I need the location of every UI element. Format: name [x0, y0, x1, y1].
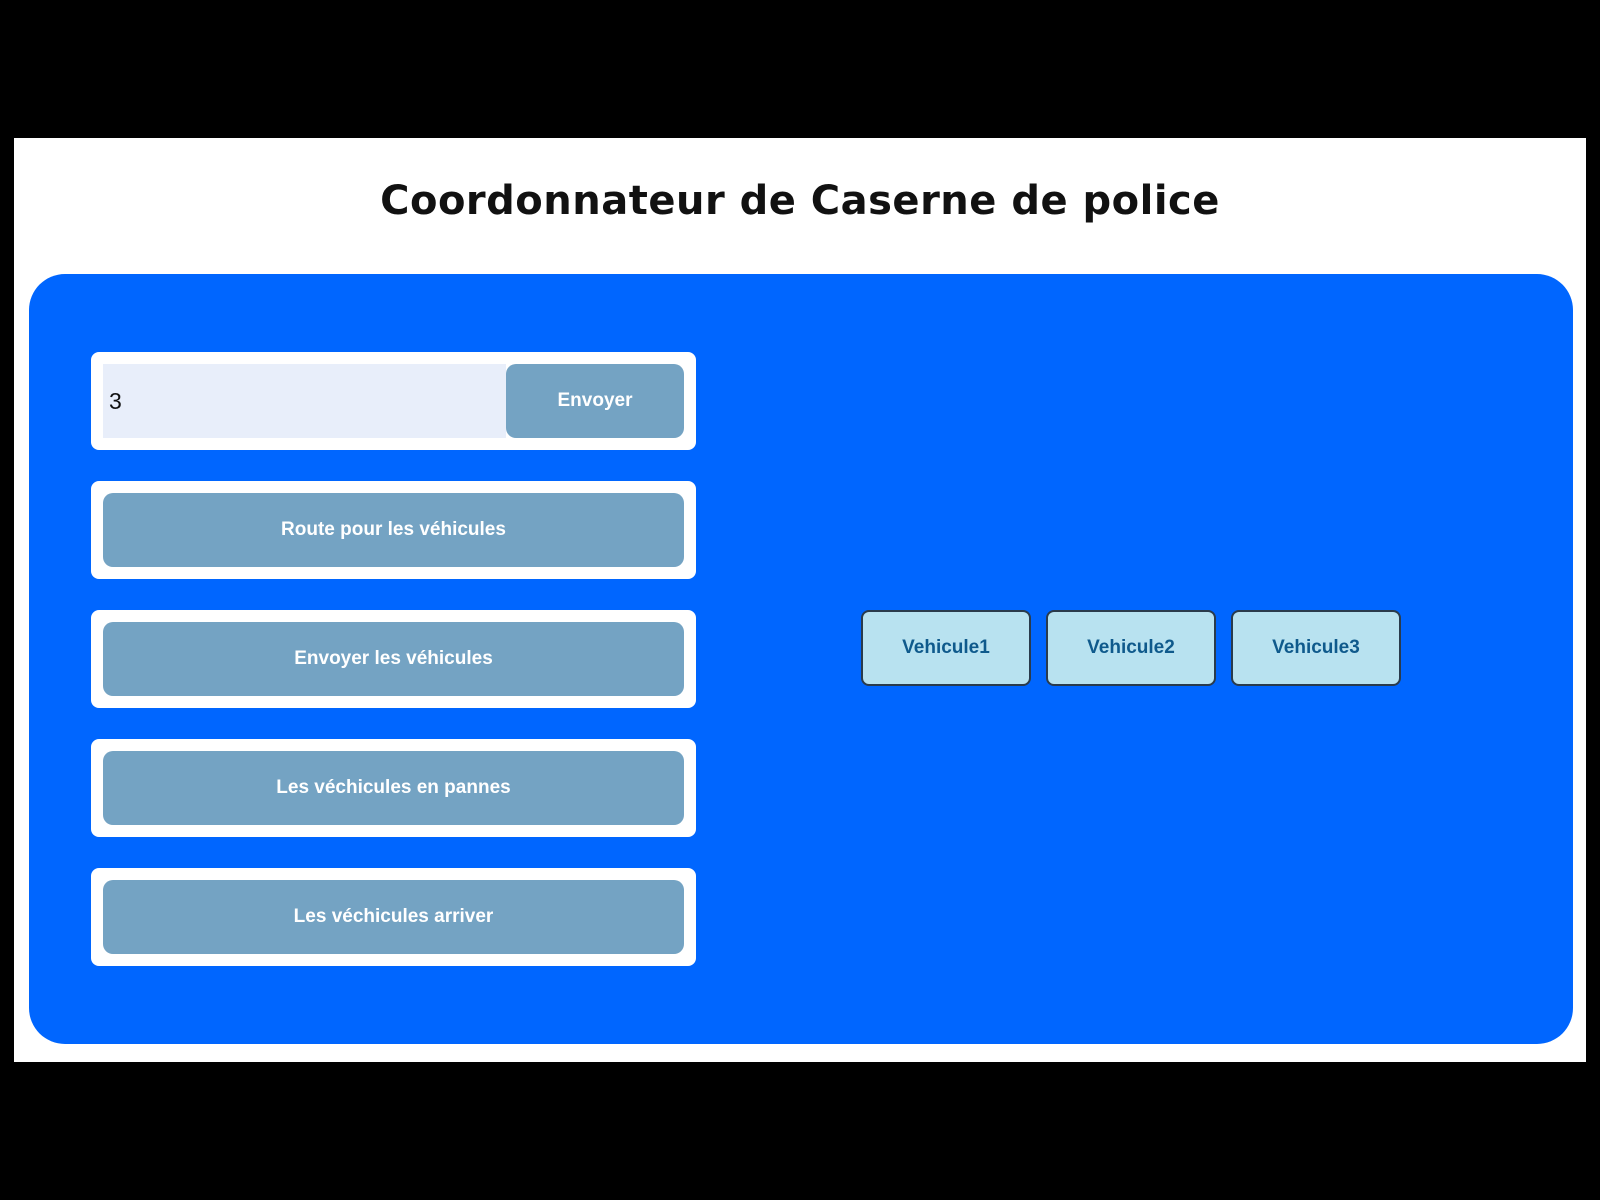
route-card: Route pour les véhicules	[91, 481, 696, 579]
arrived-vehicles-card: Les véchicules arriver	[91, 868, 696, 966]
vehicle-button-2[interactable]: Vehicule2	[1046, 610, 1216, 686]
route-vehicles-button[interactable]: Route pour les véhicules	[103, 493, 684, 567]
vehicle-list: Vehicule1 Vehicule2 Vehicule3	[861, 610, 1401, 686]
send-vehicles-card: Envoyer les véhicules	[91, 610, 696, 708]
send-form-card: Envoyer	[91, 352, 696, 450]
send-button[interactable]: Envoyer	[506, 364, 684, 438]
broken-vehicles-card: Les véchicules en pannes	[91, 739, 696, 837]
broken-vehicles-button[interactable]: Les véchicules en pannes	[103, 751, 684, 825]
send-vehicles-button[interactable]: Envoyer les véhicules	[103, 622, 684, 696]
page: Coordonnateur de Caserne de police Envoy…	[14, 138, 1586, 1062]
arrived-vehicles-button[interactable]: Les véchicules arriver	[103, 880, 684, 954]
vehicle-button-3[interactable]: Vehicule3	[1231, 610, 1401, 686]
vehicle-button-1[interactable]: Vehicule1	[861, 610, 1031, 686]
vehicle-count-input[interactable]	[103, 364, 506, 438]
page-title: Coordonnateur de Caserne de police	[380, 178, 1220, 224]
